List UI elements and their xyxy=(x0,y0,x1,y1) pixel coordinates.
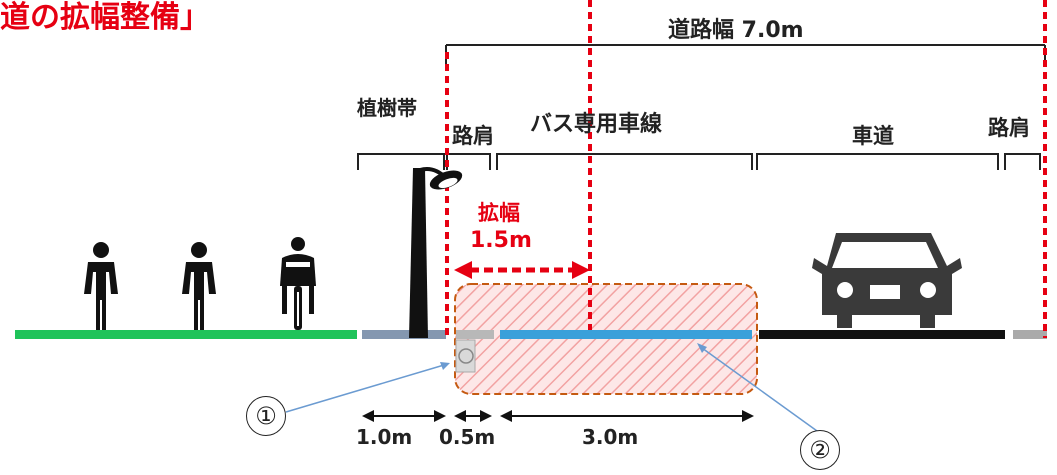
street-lamp-icon xyxy=(409,167,463,338)
pedestrian-icon xyxy=(182,242,216,330)
shoulder-left-bracket xyxy=(446,153,491,170)
planting-strip-label: 植樹帯 xyxy=(357,96,417,120)
cyclist-icon xyxy=(280,237,316,330)
dimension-arrows xyxy=(362,410,754,422)
dimension-bus-lane: 3.0m xyxy=(582,425,639,449)
dimension-planting: 1.0m xyxy=(356,425,413,449)
gutter-box xyxy=(455,339,476,373)
page-title: 道の拡幅整備」 xyxy=(0,0,210,35)
boundary-lines xyxy=(445,0,1047,338)
car-icon xyxy=(812,233,962,328)
planting-strip-bracket xyxy=(357,153,445,170)
leader-lines xyxy=(285,343,825,437)
pedestrian-icon xyxy=(84,242,118,330)
marker-one: ① xyxy=(246,396,286,436)
bus-lane-label: バス専用車線 xyxy=(530,112,663,137)
shoulder-left-label: 路肩 xyxy=(452,124,494,148)
road-width-label: 道路幅 7.0m xyxy=(668,18,804,43)
sidewalk xyxy=(15,330,357,339)
bus-lane-bracket xyxy=(496,153,753,170)
widening-arrow xyxy=(454,261,590,279)
widening-value: 1.5m xyxy=(470,228,532,253)
shoulder-right-label: 路肩 xyxy=(988,116,1030,140)
carriageway-label: 車道 xyxy=(852,124,894,148)
road-width-bracket xyxy=(445,44,1046,66)
shoulder-right-bracket xyxy=(1004,153,1041,170)
planting-strip xyxy=(362,330,446,339)
widening-label: 拡幅 xyxy=(478,201,520,225)
dimension-shoulder: 0.5m xyxy=(439,425,496,449)
carriageway-bracket xyxy=(756,153,999,170)
shoulder-right xyxy=(1013,330,1047,339)
bus-lane xyxy=(500,330,752,339)
section-brackets xyxy=(357,153,1041,170)
marker-two: ② xyxy=(800,430,840,470)
gutter-inlet xyxy=(458,348,474,364)
shoulder-left xyxy=(456,330,494,339)
carriageway xyxy=(759,330,1005,339)
